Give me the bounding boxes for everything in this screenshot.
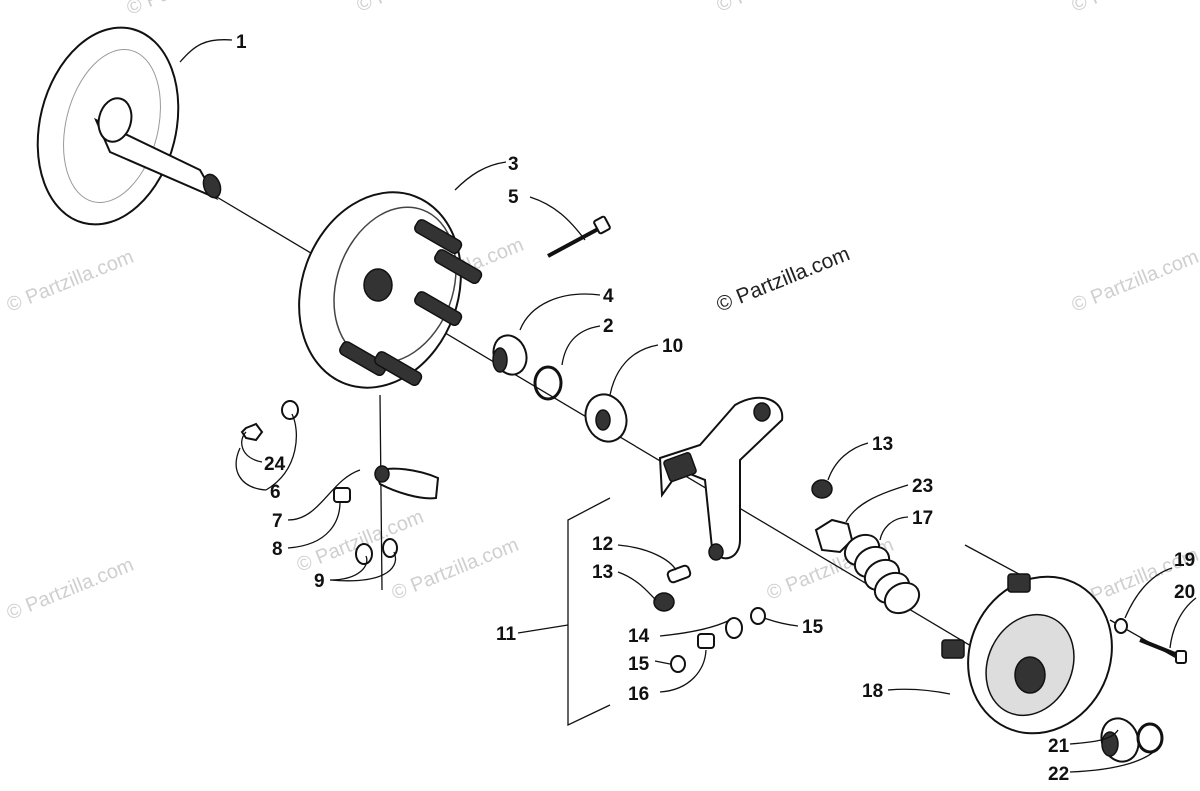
part-11-arm-assembly: [658, 396, 784, 561]
callout-18: 18: [862, 681, 883, 702]
watermark-tile: © Partzilla.com: [4, 246, 137, 317]
callout-5: 5: [508, 187, 519, 208]
callout-15b: 15: [628, 654, 650, 675]
callout-13b: 13: [592, 562, 613, 583]
part-24-6-nut-washer: [240, 400, 299, 442]
part-21-22-bushing-ring: [1100, 717, 1164, 763]
callout-16: 16: [628, 684, 649, 705]
callout-6: 6: [270, 482, 281, 503]
part-19-20-bolt-washer: [1114, 618, 1187, 664]
callout-8: 8: [272, 539, 283, 560]
callout-9: 9: [314, 571, 325, 592]
watermark-tile: © Partzilla.com: [714, 0, 847, 17]
callout-20: 20: [1174, 582, 1195, 603]
callout-23: 23: [912, 476, 933, 497]
watermark-main: © Partzilla.com: [713, 242, 853, 316]
watermark-tile: © Partzilla.com: [124, 0, 257, 20]
callout-3: 3: [508, 154, 519, 175]
part-4-bushing: [492, 334, 528, 376]
callout-1: 1: [236, 32, 247, 53]
callout-19: 19: [1174, 550, 1195, 571]
callout-7: 7: [272, 511, 283, 532]
part-12-16-hardware: [653, 479, 833, 673]
callout-13a: 13: [872, 434, 893, 455]
callout-labels: 1 3 5 4 2 10 24 6 7 8 9 13 23 17 12 13 1…: [236, 32, 1195, 785]
part-2-snap-ring: [533, 365, 563, 401]
watermark-tile: © Partzilla.com: [4, 554, 137, 625]
assembly-bracket: [567, 497, 611, 727]
watermark-tile: © Partzilla.com: [1069, 0, 1200, 17]
part-1-sheave: [36, 26, 222, 226]
leader-lines: [179, 39, 1197, 773]
part-18-cover: [941, 573, 1113, 735]
callout-10: 10: [662, 336, 683, 357]
callout-11: 11: [496, 624, 517, 645]
watermark-tile: © Partzilla.com: [1069, 246, 1200, 317]
callout-4: 4: [603, 286, 614, 307]
part-5-bolt: [547, 215, 611, 258]
part-17-spring: [843, 533, 921, 615]
callout-22: 22: [1048, 764, 1069, 785]
part-6-7-8-9-weight: [333, 465, 440, 565]
callout-15a: 15: [802, 617, 824, 638]
watermark-tile: © Partzilla.com: [294, 506, 427, 577]
callout-2: 2: [603, 316, 614, 337]
callout-14: 14: [628, 626, 650, 647]
callout-24: 24: [264, 454, 286, 475]
watermark-tiles: © Partzilla.com © Partzilla.com © Partzi…: [4, 0, 1200, 625]
callout-21: 21: [1048, 736, 1070, 757]
part-10-washer: [584, 393, 628, 443]
watermark-tile: © Partzilla.com: [354, 0, 487, 17]
watermark-tile: © Partzilla.com: [389, 534, 522, 605]
callout-12: 12: [592, 534, 613, 555]
part-3-clutch-housing: [298, 191, 483, 389]
callout-17: 17: [912, 508, 933, 529]
